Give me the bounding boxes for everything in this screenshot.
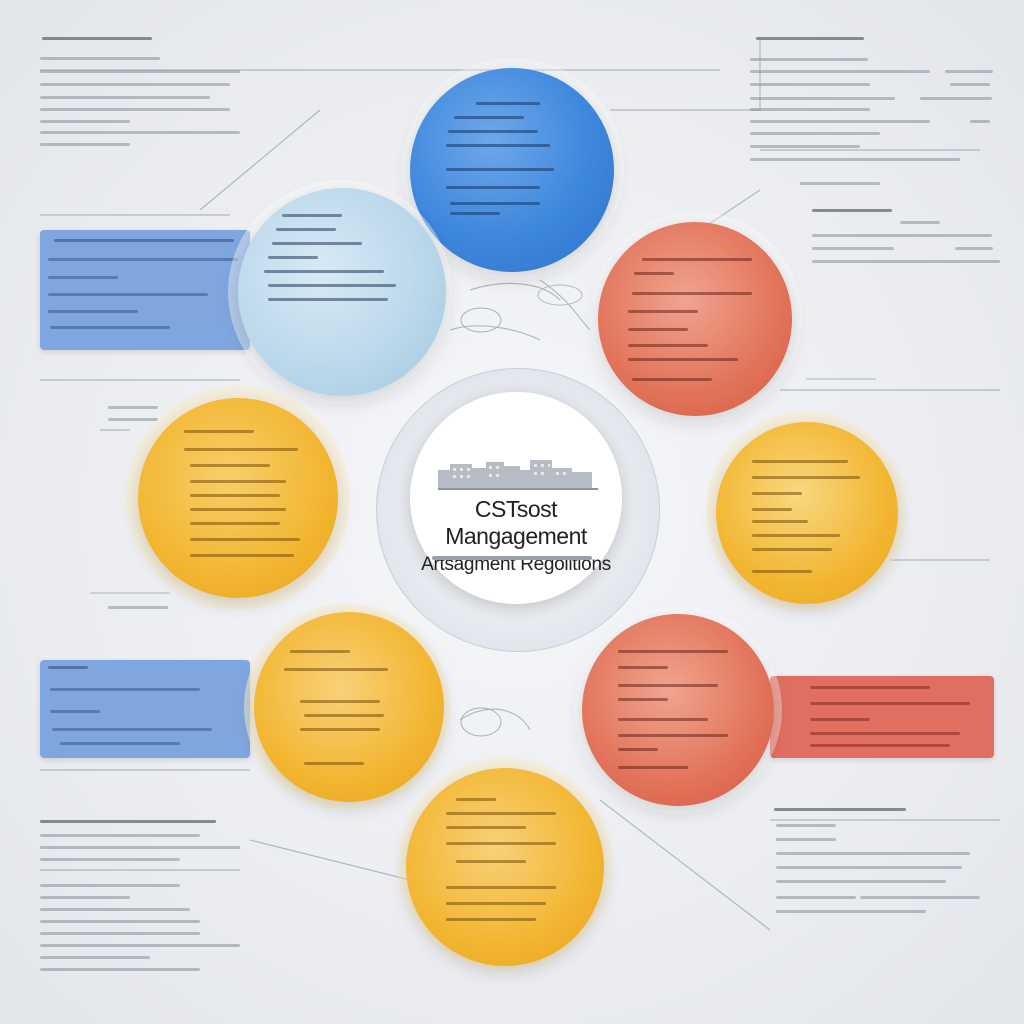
center-title: CSTsost Mangagement Artsagment Regolitio… <box>408 392 624 576</box>
node-upper-right-red[interactable] <box>598 222 792 416</box>
node-upper-left-lightblue[interactable] <box>238 188 446 396</box>
center-underline <box>432 556 592 560</box>
center-hub[interactable] <box>410 392 622 604</box>
info-panel-blue-bottom <box>40 660 250 758</box>
center-title-line1: CSTsost Mangagement <box>445 496 587 549</box>
info-panel-blue-top <box>40 230 250 350</box>
node-lower-right-red[interactable] <box>582 614 774 806</box>
city-skyline-icon <box>438 460 598 490</box>
node-right-yellow[interactable] <box>716 422 898 604</box>
node-top-blue[interactable] <box>410 68 614 272</box>
node-bottom-yellow[interactable] <box>406 768 604 966</box>
node-left-yellow[interactable] <box>138 398 338 598</box>
node-lower-left-yellow[interactable] <box>254 612 444 802</box>
info-panel-red <box>770 676 994 758</box>
